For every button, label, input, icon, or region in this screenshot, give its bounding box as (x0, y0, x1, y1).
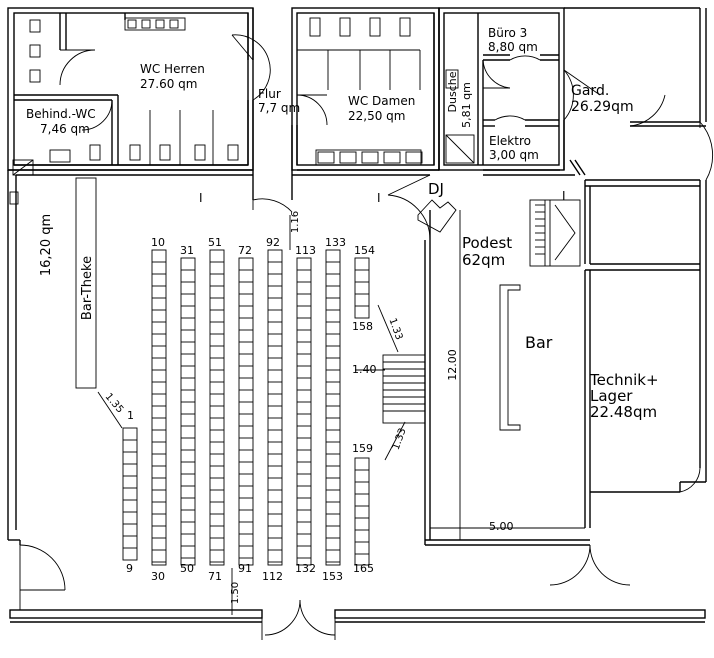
room-elektro-name: Elektro (489, 134, 531, 148)
seat-numbers: 10 31 51 72 92 113 133 154 9 30 50 71 91… (126, 236, 375, 583)
room-technik-area: 22.48qm (590, 403, 657, 421)
marker-2: I (377, 191, 381, 205)
dim-1-16: 1.16 (290, 211, 301, 233)
seat-row (354, 257, 370, 319)
room-flur-name: Flur (258, 87, 281, 101)
seat-row (325, 249, 341, 566)
room-wc-damen-name: WC Damen (348, 94, 415, 108)
seat-num-159: 159 (352, 442, 373, 455)
stairs-middle (382, 354, 426, 424)
bar-counter (499, 284, 521, 431)
room-behind-wc-area: 7,46 qm (40, 122, 90, 136)
seat-row (122, 427, 138, 561)
marker-1: I (199, 191, 203, 205)
outer-walls (7, 7, 707, 623)
room-bar-theke-area: 16,20 qm (39, 214, 54, 276)
room-garderobe-area: 26.29qm (571, 99, 634, 115)
room-wc-herren-name: WC Herren (140, 62, 205, 76)
seat-row (267, 249, 283, 566)
dim-5-00: 5.00 (489, 520, 514, 533)
seat-num-top-5: 113 (295, 244, 316, 257)
dim-1-33-a: 1.33 (386, 317, 404, 342)
seat-num-top-0: 10 (151, 236, 165, 249)
seat-num-top-3: 72 (238, 244, 252, 257)
seat-num-bottom-4: 91 (238, 562, 252, 575)
room-elektro-area: 3,00 qm (489, 148, 539, 162)
room-garderobe-name: Gard. (571, 83, 609, 99)
seat-num-first: 1 (127, 409, 134, 422)
dimension-lines (97, 210, 585, 615)
seat-num-bottom-5: 112 (262, 570, 283, 583)
seating-rows (122, 249, 370, 566)
room-buero-area: 8,80 qm (488, 40, 538, 54)
room-podest-name: Podest (462, 234, 512, 252)
room-buero-name: Büro 3 (488, 26, 527, 40)
seat-num-top-2: 51 (208, 236, 222, 249)
seat-num-bottom-2: 50 (180, 562, 194, 575)
room-behind-wc-name: Behind.-WC (26, 107, 96, 121)
seat-num-158: 158 (352, 320, 373, 333)
interior-walls (8, 8, 586, 200)
doors (19, 34, 713, 640)
stairs-podest (529, 199, 581, 267)
marker-3: I (562, 189, 566, 203)
room-wc-herren-area: 27.60 qm (140, 77, 197, 91)
seat-num-bottom-3: 71 (208, 570, 222, 583)
dj-booth (417, 199, 457, 233)
dim-1-50: 1.50 (230, 582, 241, 604)
dim-1-33-b: 1.33 (391, 427, 409, 452)
seat-num-bottom-6: 132 (295, 562, 316, 575)
room-dj-label: DJ (428, 180, 444, 198)
seat-row (296, 257, 312, 566)
seat-num-top-7: 154 (354, 244, 375, 257)
bar-theke-counter (75, 177, 97, 389)
seat-row (151, 249, 167, 566)
seat-row (209, 249, 225, 566)
seat-num-bottom-1: 30 (151, 570, 165, 583)
room-bar-theke-label: Bar-Theke (80, 256, 95, 320)
room-bar-label: Bar (525, 333, 553, 352)
dim-12-00: 12.00 (446, 349, 459, 381)
seat-num-top-1: 31 (180, 244, 194, 257)
seat-row (180, 257, 196, 566)
room-technik-line1: Technik+ (589, 371, 659, 389)
seat-row (238, 257, 254, 566)
room-podest-area: 62qm (462, 251, 505, 269)
seat-num-bottom-8: 165 (353, 562, 374, 575)
seat-num-bottom-7: 153 (322, 570, 343, 583)
seat-num-top-6: 133 (325, 236, 346, 249)
seat-num-bottom-0: 9 (126, 562, 133, 575)
room-wc-damen-area: 22,50 qm (348, 109, 405, 123)
fixtures (9, 17, 475, 205)
dim-1-40: 1.40 (352, 363, 377, 376)
seat-row (354, 457, 370, 566)
room-dusche-area: 5,81 qm (460, 82, 473, 128)
seat-num-top-4: 92 (266, 236, 280, 249)
room-technik-line2: Lager (590, 387, 633, 405)
room-dusche-name: Dusche (446, 71, 459, 112)
room-flur-area: 7,7 qm (258, 101, 300, 115)
